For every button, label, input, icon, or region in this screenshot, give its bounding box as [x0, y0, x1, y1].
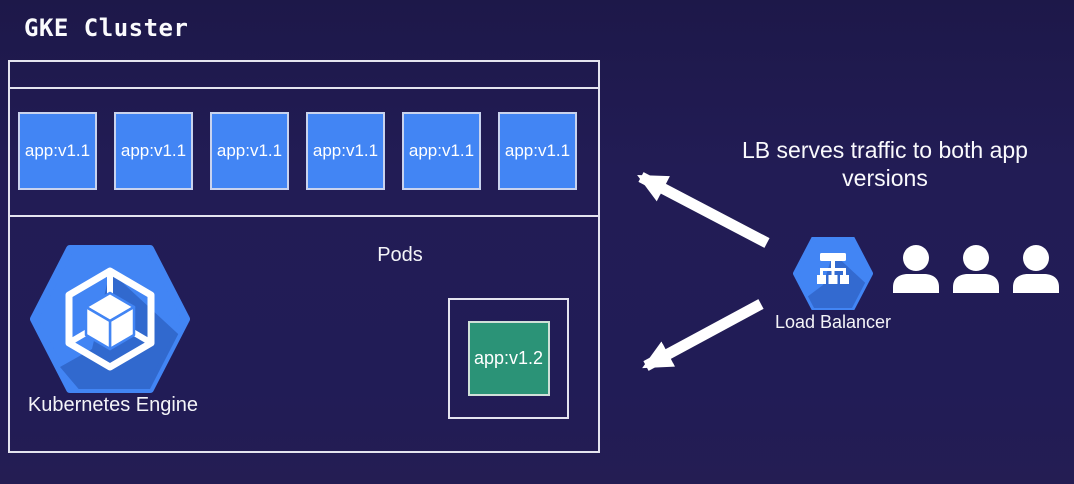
lb-caption: LB serves traffic to both app versions	[742, 137, 1028, 191]
arrow-to-v2-pod	[642, 299, 764, 371]
pod-v1-6: app:v1.1	[498, 112, 577, 190]
kubernetes-engine-label: Kubernetes Engine	[27, 394, 199, 416]
cluster-divider	[10, 215, 598, 217]
pod-v1-2: app:v1.1	[114, 112, 193, 190]
pods-label: Pods	[377, 244, 423, 266]
user-icon	[1013, 245, 1059, 293]
diagram-title: GKE Cluster	[24, 14, 189, 42]
user-icon	[953, 245, 999, 293]
pod-v1-5: app:v1.1	[402, 112, 481, 190]
pod-v1-3: app:v1.1	[210, 112, 289, 190]
pods-v1-row: app:v1.1 app:v1.1 app:v1.1 app:v1.1 app:…	[18, 112, 577, 190]
pod-v2: app:v1.2	[467, 321, 550, 396]
pod-v2-container: app:v1.2	[448, 298, 569, 419]
cluster-header-strip	[10, 62, 598, 89]
gke-cluster-box: app:v1.1 app:v1.1 app:v1.1 app:v1.1 app:…	[8, 60, 600, 453]
pod-v1-4: app:v1.1	[306, 112, 385, 190]
load-balancer-icon	[793, 237, 873, 310]
user-icon	[893, 245, 939, 293]
pod-v1-1: app:v1.1	[18, 112, 97, 190]
lb-tree-glyph	[817, 253, 849, 284]
load-balancer-label: Load Balancer	[774, 312, 892, 332]
kubernetes-engine-icon	[30, 245, 190, 393]
